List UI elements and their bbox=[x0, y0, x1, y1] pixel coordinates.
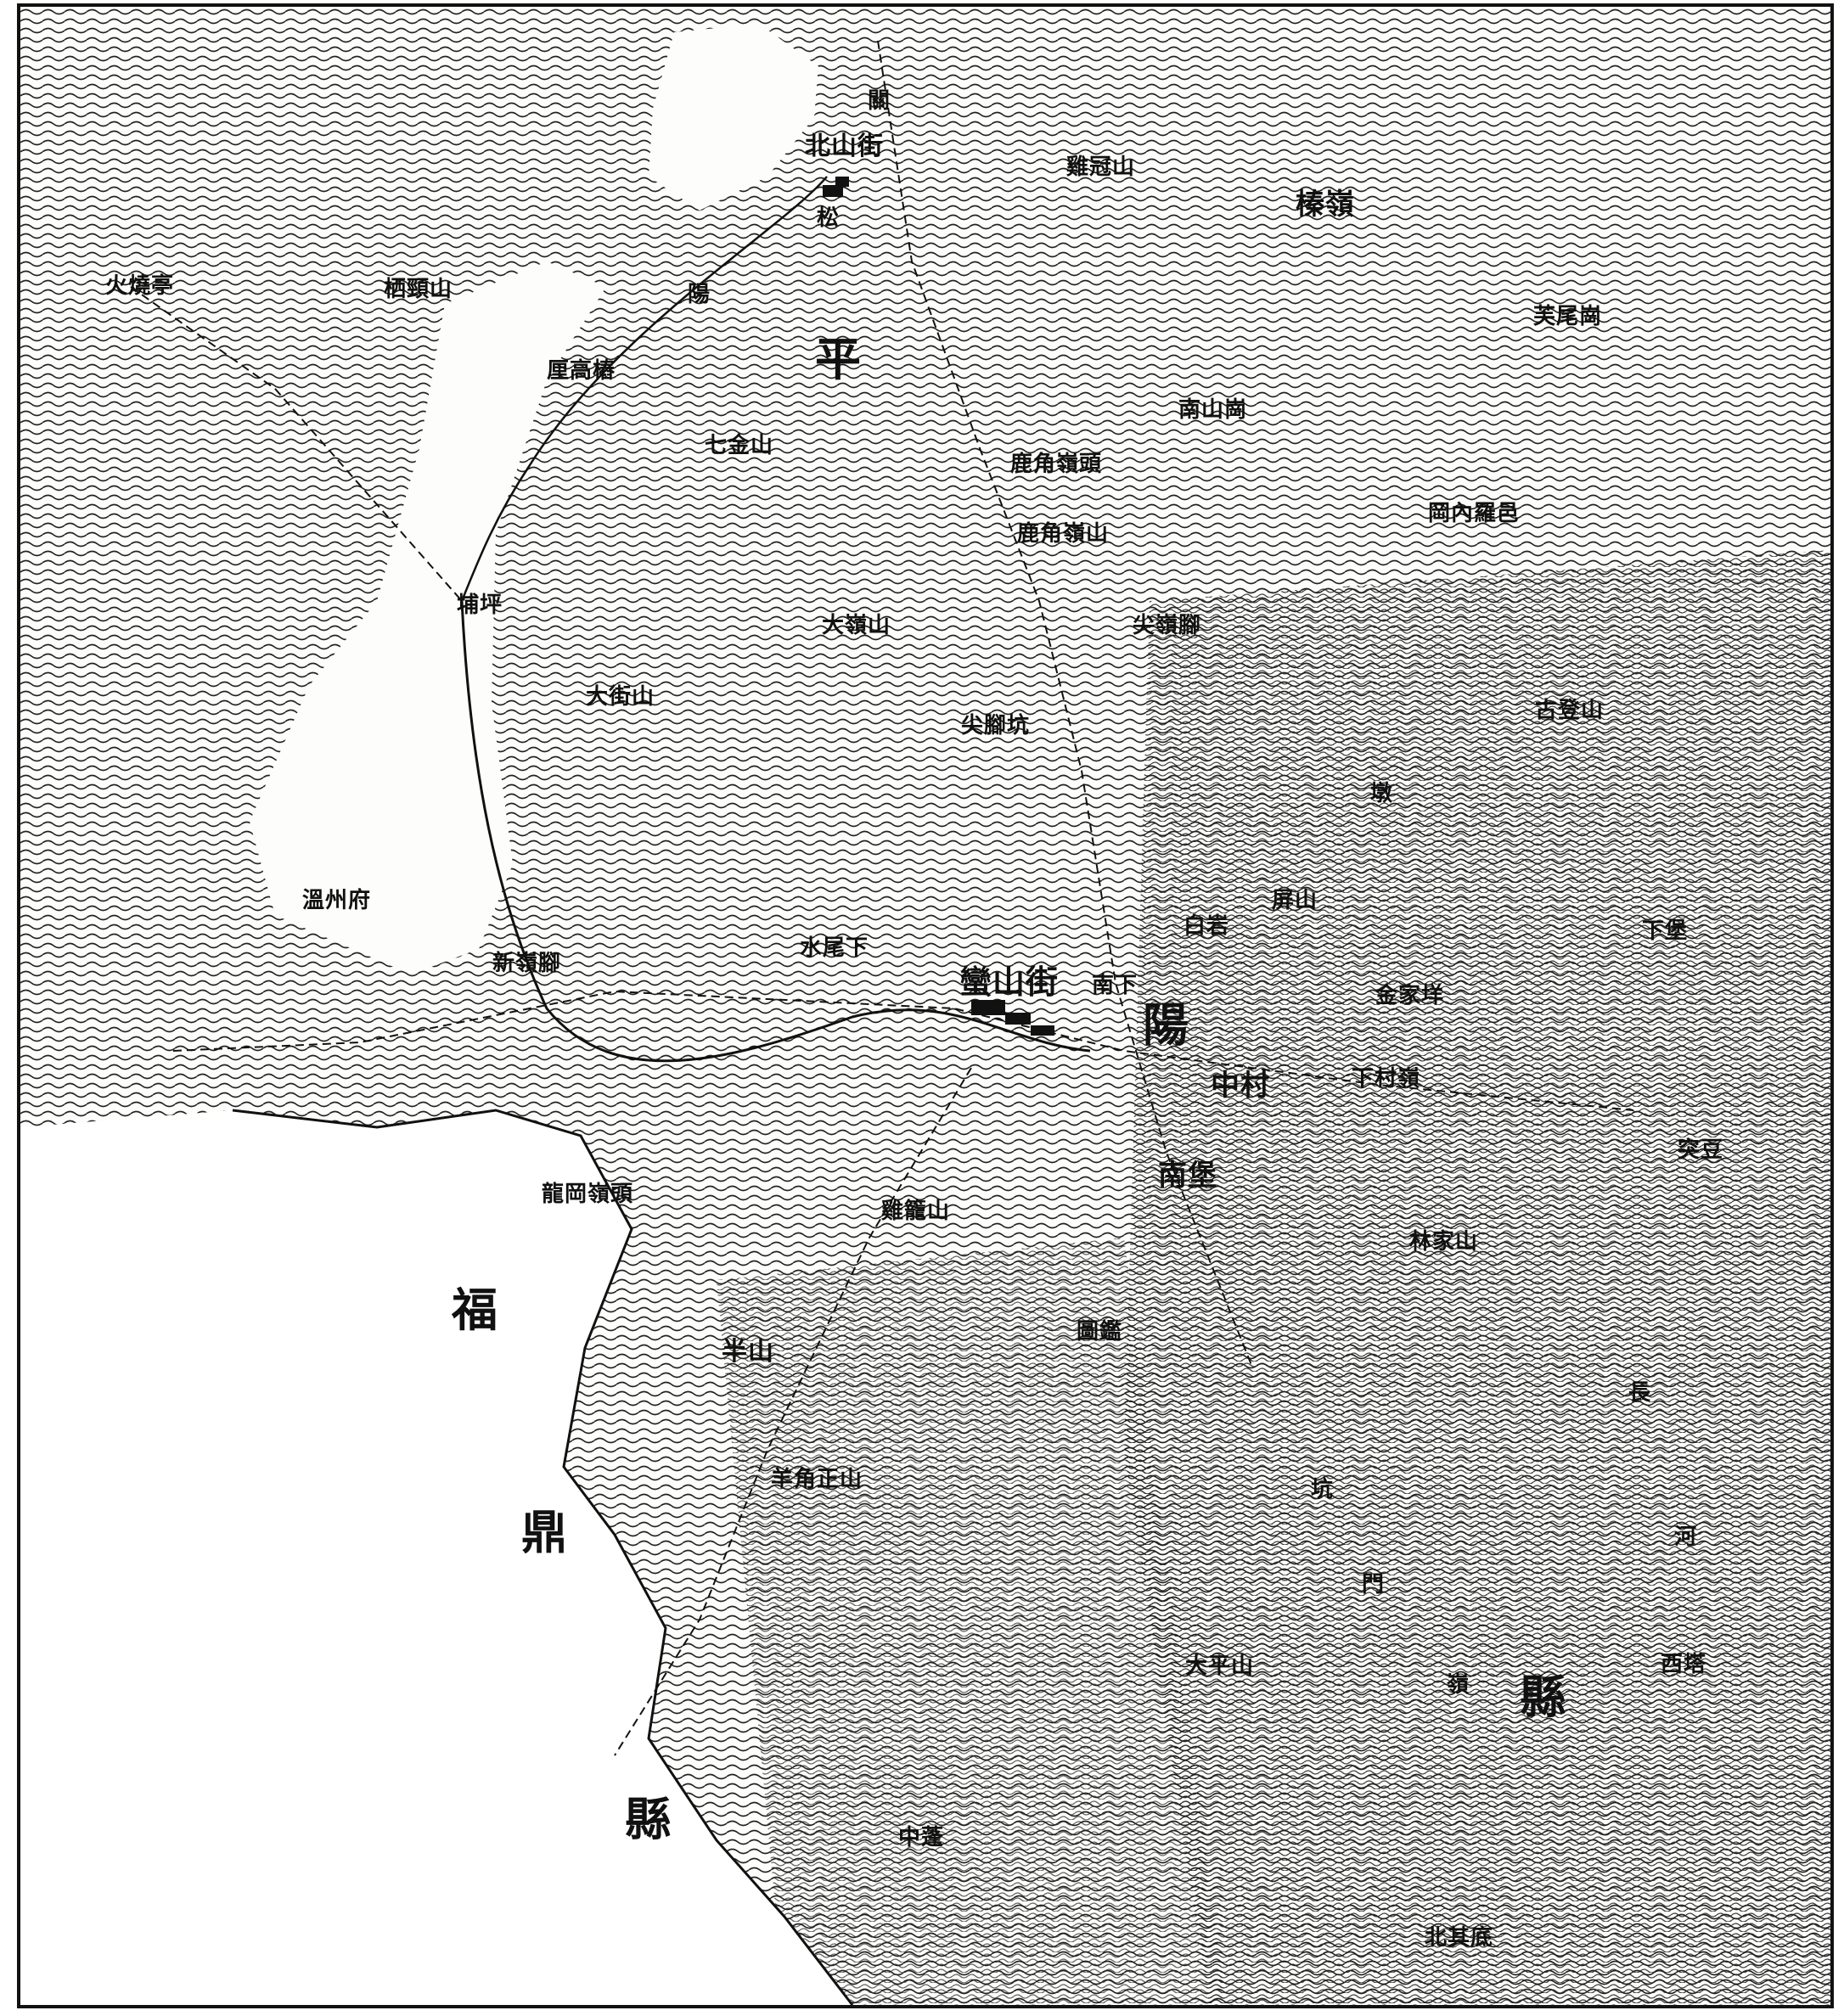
place-jianlingjiao: 尖嶺腳 bbox=[1133, 613, 1202, 638]
place-lujiaolingshan: 鹿角嶺山 bbox=[1017, 521, 1110, 547]
place-zhongcun: 中村 bbox=[1211, 1069, 1270, 1103]
place-daxianshan: 大嶺山 bbox=[822, 613, 891, 638]
plain-valley bbox=[250, 261, 606, 974]
river-north bbox=[460, 176, 828, 602]
sea-area bbox=[20, 1110, 852, 2005]
place-song: 松 bbox=[817, 205, 840, 231]
place-xiabao: 下堡 bbox=[1642, 918, 1689, 944]
place-xinlingjiao: 新嶺腳 bbox=[492, 951, 562, 976]
place-baiyan: 白岩 bbox=[1183, 913, 1230, 939]
place-yangjiao: 羊角正山 bbox=[771, 1467, 863, 1492]
place-zhenling: 榛嶺 bbox=[1296, 188, 1355, 222]
region-yang: 陽 bbox=[1143, 997, 1189, 1052]
place-tujian: 圖鑑 bbox=[1077, 1319, 1123, 1345]
place-qijinshan: 七金山 bbox=[705, 433, 774, 458]
place-pingshan: 屏山 bbox=[1272, 888, 1318, 913]
region-fu: 福 bbox=[452, 1283, 498, 1337]
plain-north bbox=[649, 24, 818, 211]
place-keng: 坑 bbox=[1311, 1477, 1335, 1502]
place-xita: 西塔 bbox=[1661, 1652, 1707, 1677]
place-ligao: 厘高樁 bbox=[547, 358, 616, 384]
place-ling-char: 嶺 bbox=[1447, 1672, 1470, 1698]
region-xian-east: 縣 bbox=[1520, 1670, 1566, 1724]
place-tudou: 突豆 bbox=[1678, 1137, 1724, 1163]
place-jianjiaokeng: 尖腳坑 bbox=[961, 713, 1031, 738]
contour-map-canvas bbox=[20, 7, 1830, 2005]
place-gangneiyang: 岡內羅邑 bbox=[1428, 501, 1521, 526]
place-dun: 墩 bbox=[1370, 781, 1394, 806]
place-gudengshan: 古登山 bbox=[1535, 698, 1605, 723]
road-northwest bbox=[130, 286, 463, 602]
place-jiguanshan: 雞冠山 bbox=[1066, 154, 1136, 180]
place-shanjie: 蠻山街 bbox=[959, 963, 1060, 1001]
place-nanxia: 南下 bbox=[1092, 973, 1138, 998]
coast-line bbox=[232, 1109, 854, 2005]
road-southwest bbox=[614, 1067, 972, 1756]
place-huoshaoting: 火燒亭 bbox=[105, 273, 175, 299]
topographic-map: 平 陽 福 鼎 縣 縣 關 北山街 松 雞冠山 榛嶺 火燒亭 栖頸山 陽 芙尾崗… bbox=[17, 3, 1834, 2008]
place-men: 門 bbox=[1362, 1572, 1386, 1598]
place-dapingshan: 大平山 bbox=[1185, 1654, 1255, 1679]
place-nanbao: 南堡 bbox=[1158, 1159, 1217, 1193]
region-ping: 平 bbox=[815, 332, 861, 386]
town-shanjie-marks bbox=[971, 1000, 1054, 1036]
region-ding: 鼎 bbox=[521, 1505, 567, 1559]
place-zhongpeng: 中蓬 bbox=[898, 1825, 945, 1850]
place-nanshangang: 南山崗 bbox=[1178, 397, 1248, 423]
place-dajieshan: 大街山 bbox=[586, 684, 655, 710]
place-longgangling: 龍岡嶺頭 bbox=[542, 1182, 634, 1207]
river-main bbox=[460, 600, 1091, 1063]
town-beishanjie-marks bbox=[823, 177, 849, 197]
place-puping: 埔坪 bbox=[457, 592, 503, 618]
place-yang-char: 陽 bbox=[688, 282, 711, 307]
road-north-south bbox=[877, 40, 1252, 1366]
place-shuiweixia: 水尾下 bbox=[800, 935, 869, 961]
place-lujiaolingtou: 鹿角嶺頭 bbox=[1010, 452, 1103, 477]
place-beishanjie: 北山街 bbox=[805, 132, 884, 161]
place-jinjiayang: 金家垟 bbox=[1375, 983, 1445, 1008]
dense-terrain-east bbox=[1124, 550, 1830, 2005]
place-chang: 長 bbox=[1628, 1380, 1652, 1406]
place-he: 河 bbox=[1674, 1525, 1698, 1550]
dense-terrain-south bbox=[717, 1238, 1226, 2005]
place-jilongshan: 雞籠山 bbox=[881, 1199, 951, 1224]
place-qijingshan: 栖頸山 bbox=[384, 277, 453, 302]
place-guan: 關 bbox=[868, 88, 891, 114]
place-wenzhoufu: 溫州府 bbox=[302, 888, 372, 913]
place-banshan: 半山 bbox=[722, 1337, 774, 1367]
place-xiacunling: 下村嶺 bbox=[1352, 1066, 1421, 1092]
place-beiqi: 北其底 bbox=[1425, 1925, 1494, 1951]
place-wuweigang: 芙尾崗 bbox=[1533, 304, 1603, 329]
region-xian-west: 縣 bbox=[625, 1792, 671, 1846]
place-linjiashan: 林家山 bbox=[1409, 1229, 1479, 1255]
